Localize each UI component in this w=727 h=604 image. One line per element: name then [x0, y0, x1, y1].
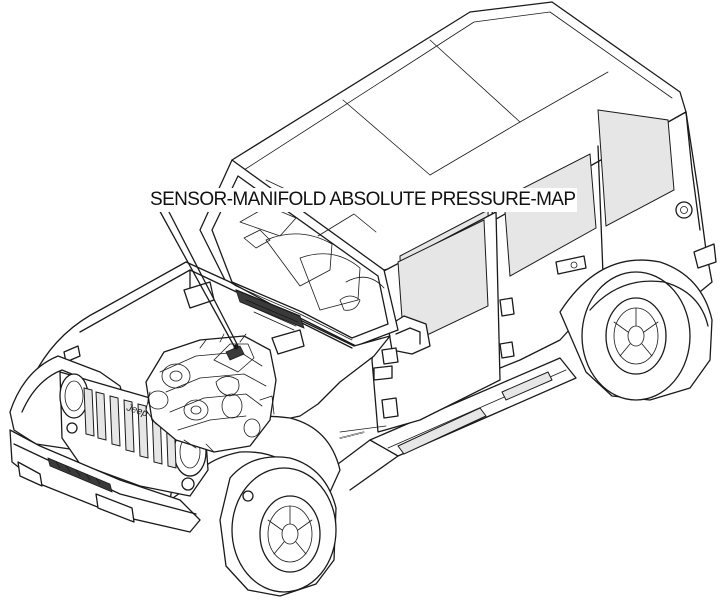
front-door: ══════ — [338, 211, 501, 442]
engine-assembly — [145, 333, 277, 453]
rear-wheel — [559, 259, 713, 401]
side-step — [329, 357, 577, 491]
map-sensor-callout: SENSOR-MANIFOLD ABSOLUTE PRESSURE-MAP — [148, 188, 578, 212]
leader-line-tip — [233, 344, 239, 350]
front-wheel — [219, 456, 337, 597]
leader-line-2 — [167, 209, 239, 347]
leader-line — [156, 205, 235, 347]
front-bumper — [9, 429, 201, 533]
